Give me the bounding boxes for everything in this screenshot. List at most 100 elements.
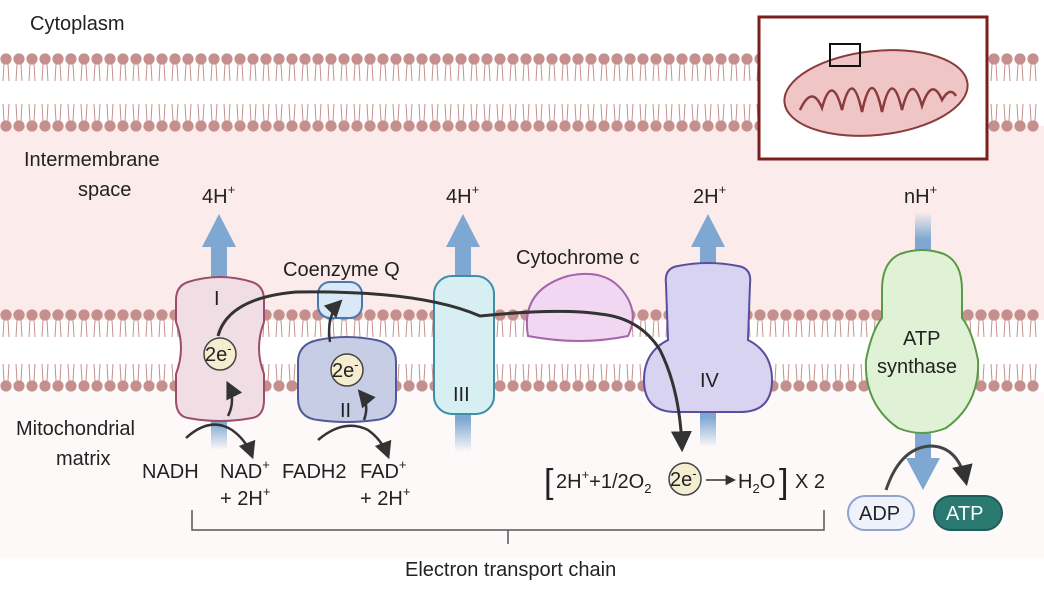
bracket-open: [	[544, 463, 554, 501]
lipid-tail	[990, 363, 998, 382]
lipid-head	[247, 120, 259, 132]
lipid-tail	[54, 63, 62, 82]
lipid-tail	[2, 319, 10, 338]
lipid-tail	[2, 63, 10, 82]
lipid-head	[286, 309, 298, 321]
lipid-tail	[223, 63, 231, 82]
lipid-tail	[613, 63, 621, 82]
lipid-head	[78, 309, 90, 321]
lipid-head	[65, 53, 77, 65]
lipid-head	[1014, 120, 1026, 132]
complex-3-label: III	[453, 384, 470, 406]
lipid-head	[91, 380, 103, 392]
lipid-tail	[587, 103, 595, 122]
lipid-head	[117, 380, 129, 392]
lipid-head	[988, 120, 1000, 132]
multiplier-label: X 2	[795, 471, 825, 493]
lipid-tail	[288, 63, 296, 82]
lipid-head	[962, 309, 974, 321]
lipid-head	[195, 120, 207, 132]
lipid-head	[546, 380, 558, 392]
lipid-tail	[470, 63, 478, 82]
lipid-head	[1027, 120, 1039, 132]
complex-1-label: I	[214, 288, 220, 310]
lipid-tail	[561, 103, 569, 122]
lipid-head	[442, 53, 454, 65]
lipid-tail	[847, 363, 855, 382]
lipid-tail	[353, 103, 361, 122]
lipid-head	[143, 120, 155, 132]
lipid-head	[52, 120, 64, 132]
lipid-tail	[353, 319, 361, 338]
lipid-tail	[847, 319, 855, 338]
lipid-tail	[54, 103, 62, 122]
lipid-tail	[106, 319, 114, 338]
lipid-tail	[522, 63, 530, 82]
lipid-head	[78, 380, 90, 392]
lipid-head	[338, 53, 350, 65]
lipid-tail	[561, 363, 569, 382]
lipid-tail	[1003, 63, 1011, 82]
lipid-tail	[990, 103, 998, 122]
lipid-head	[221, 120, 233, 132]
lipid-tail	[1003, 363, 1011, 382]
lipid-tail	[67, 363, 75, 382]
matrix-label-line2: matrix	[56, 448, 110, 470]
lipid-tail	[535, 63, 543, 82]
lipid-head	[494, 380, 506, 392]
lipid-head	[403, 309, 415, 321]
fadh2-arrow	[317, 424, 392, 460]
cristae-icon	[798, 87, 958, 113]
lipid-tail	[574, 63, 582, 82]
lipid-head	[728, 53, 740, 65]
lipid-tail	[509, 103, 517, 122]
lipid-tail	[366, 319, 374, 338]
lipid-head	[637, 53, 649, 65]
lipid-head	[1001, 53, 1013, 65]
lipid-tail	[717, 63, 725, 82]
lipid-head	[26, 380, 38, 392]
lipid-head	[78, 120, 90, 132]
lipid-tail	[782, 319, 790, 338]
lipid-head	[429, 53, 441, 65]
lipid-tail	[548, 363, 556, 382]
lipid-tail	[288, 319, 296, 338]
lipid-tail	[483, 103, 491, 122]
lipid-tail	[613, 103, 621, 122]
lipid-tail	[665, 63, 673, 82]
intermembrane-label-line2: space	[78, 179, 131, 201]
lipid-tail	[548, 63, 556, 82]
lipid-head	[26, 309, 38, 321]
lipid-tail	[93, 319, 101, 338]
lipid-tail	[405, 103, 413, 122]
lipid-head	[260, 120, 272, 132]
lipid-tail	[626, 363, 634, 382]
lipid-tail	[1016, 363, 1024, 382]
lipid-tail	[756, 319, 764, 338]
lipid-tail	[509, 63, 517, 82]
lipid-head	[520, 120, 532, 132]
lipid-tail	[106, 63, 114, 82]
lipid-tail	[171, 63, 179, 82]
lipid-head	[585, 380, 597, 392]
lipid-tail	[158, 363, 166, 382]
lipid-head	[104, 53, 116, 65]
electron-complex-2: 2e-	[330, 353, 364, 387]
lipid-head	[793, 380, 805, 392]
lipid-head	[273, 380, 285, 392]
lipid-tail	[106, 103, 114, 122]
lipid-head	[312, 53, 324, 65]
lipid-tail	[483, 63, 491, 82]
lipid-head	[533, 53, 545, 65]
lipid-tail	[509, 363, 517, 382]
lipid-tail	[730, 63, 738, 82]
lipid-head	[416, 380, 428, 392]
lipid-tail	[717, 103, 725, 122]
lipid-head	[26, 120, 38, 132]
lipid-tail	[405, 363, 413, 382]
lipid-head	[182, 53, 194, 65]
proton-label-atp-synthase: nH+	[904, 182, 937, 208]
lipid-head	[611, 380, 623, 392]
lipid-tail	[613, 363, 621, 382]
lipid-head	[390, 120, 402, 132]
